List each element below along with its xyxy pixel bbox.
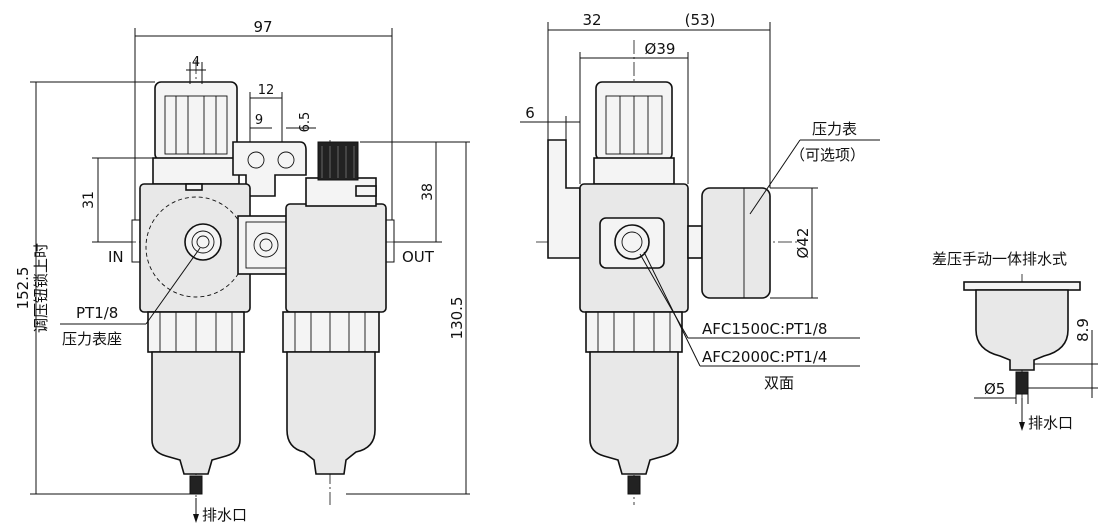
side-bracket xyxy=(547,139,581,259)
dim-4: 4 xyxy=(192,55,200,70)
dim-130-5: 130.5 xyxy=(448,297,466,340)
right-bowl-guard xyxy=(282,311,380,353)
out-label: OUT xyxy=(402,248,435,266)
detail-drain-nozzle xyxy=(1015,371,1029,395)
gauge-label: 压力表 xyxy=(812,120,857,138)
dim-dia-42: Ø42 xyxy=(794,228,812,259)
dim-152-5: 152.5 xyxy=(14,267,32,310)
detail-title: 差压手动一体排水式 xyxy=(932,250,1067,268)
dim-9: 9 xyxy=(255,113,263,128)
front-drain-label: 排水口 xyxy=(202,506,247,524)
dim-31: 31 xyxy=(81,191,97,209)
left-bowl xyxy=(151,351,241,475)
side-bowl xyxy=(589,351,679,475)
regulator-knob xyxy=(154,81,238,161)
pressure-gauge xyxy=(701,187,771,299)
dim-dia-39: Ø39 xyxy=(645,40,676,58)
detail-top-plate xyxy=(963,281,1081,291)
dim-32: 32 xyxy=(582,11,601,29)
dim-6: 6 xyxy=(525,104,535,122)
filter-body xyxy=(285,203,387,313)
dim-38: 38 xyxy=(420,183,436,201)
dim-6-5: 6.5 xyxy=(298,112,313,133)
dim-12: 12 xyxy=(258,83,275,98)
left-drain xyxy=(189,475,203,495)
gauge-optional-label: （可选项） xyxy=(790,146,865,164)
dim-dia-5: Ø5 xyxy=(984,380,1005,398)
gauge-port xyxy=(184,223,222,261)
detail-drain-label: 排水口 xyxy=(1028,414,1073,432)
both-sides-label: 双面 xyxy=(764,374,794,392)
knob-lock-note: 调压钮锁上时 xyxy=(32,243,50,333)
gauge-port-size: PT1/8 xyxy=(76,304,118,322)
in-label: IN xyxy=(108,248,124,266)
connector-block xyxy=(237,215,295,275)
dim-8-9: 8.9 xyxy=(1074,318,1092,342)
port-afc1500: AFC1500C:PT1/8 xyxy=(702,320,827,338)
dim-97: 97 xyxy=(253,18,272,36)
side-view: 32 (53) Ø39 6 Ø42 压力表 （可选项） AFC1500C:PT1… xyxy=(520,11,880,505)
dim-53: (53) xyxy=(685,11,716,29)
detail-bowl xyxy=(975,289,1069,371)
front-view: 97 4 12 9 6.5 31 38 152.5 调压钮锁上时 xyxy=(14,18,470,524)
port-afc2000: AFC2000C:PT1/4 xyxy=(702,348,827,366)
right-bowl xyxy=(286,351,376,475)
gauge-seat-label: 压力表座 xyxy=(62,330,122,348)
side-port xyxy=(614,224,650,260)
detail-view: 差压手动一体排水式 8.9 Ø5 排水口 xyxy=(932,250,1098,432)
